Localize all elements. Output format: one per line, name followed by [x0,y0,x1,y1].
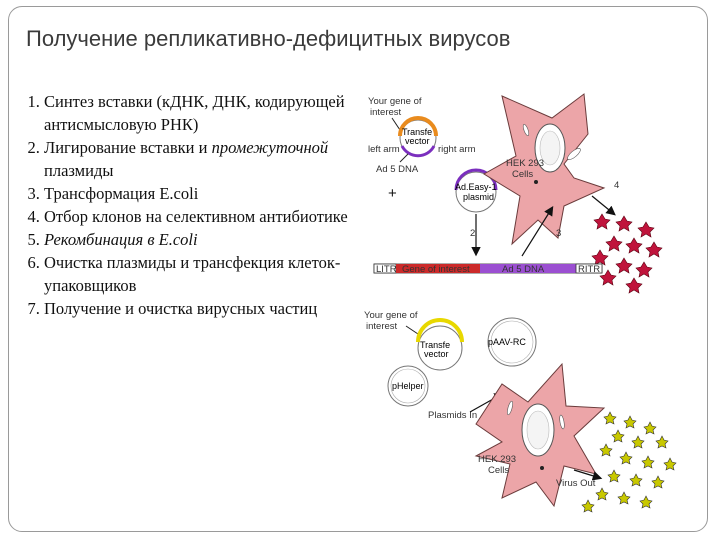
step-text-2c: плазмиды [44,161,114,180]
step-item-5: Рекомбинация в E.coli [44,228,374,251]
top-step-2: 2 [470,228,475,239]
bottom-transfer-vector-plasmid: Transfe vector [416,318,464,371]
bottom-virus-out-label: Virus Out [556,478,596,489]
step-item-7: Получение и очистка вирусных частиц [44,297,374,320]
step-item-6: Очистка плазмиды и трансфекция клеток-уп… [44,251,374,297]
top-transfer-vector-plasmid: Transfe vector [398,116,438,158]
top-left-arm-label: left arm [368,144,400,155]
step-text-5: Рекомбинация в E.coli [44,230,198,249]
slide-title: Получение репликативно-дефицитных вирусо… [26,26,511,51]
bottom-gene-pointer [405,325,419,335]
top-plus-sign: + [388,185,397,202]
step-item-1: Синтез вставки (кДНК, ДНК, кодирующей ан… [44,90,374,136]
bottom-gene-label-1: Your gene of [364,310,418,321]
top-transfer-label-1: Transfe [402,127,432,137]
bottom-hek293-cell [474,362,606,508]
step-item-4: Отбор клонов на селективном антибиотике [44,205,374,228]
bottom-aav-plasmid: pAAV-RC [487,317,537,367]
steps-list: Синтез вставки (кДНК, ДНК, кодирующей ан… [12,90,374,320]
top-ad5-label: Ad 5 DNA [376,164,419,175]
top-ad5-pointer [399,153,409,163]
bottom-transfer-label-1: Transfe [420,340,450,350]
top-virus-cluster [591,213,663,294]
top-step-3: 3 [556,228,561,239]
top-hek293-cell [483,93,606,246]
bottom-transfer-label-2: vector [424,349,449,359]
top-arrow-4 [591,195,616,216]
bottom-virus-out-arrow [573,469,603,481]
top-adeasy-plasmid: Ad.Easy-1 plasmid [454,168,498,213]
top-cell-label-2: Cells [512,169,533,180]
bottom-cell-label-2: Cells [488,465,509,476]
top-recombinant-bar: LITR Gene of interest Ad 5 DNA RITR [373,263,603,275]
step-text-3: Трансформация E.coli [44,184,199,203]
bar-ritr-label: RITR [578,264,600,275]
bottom-aav-label: pAAV-RC [488,337,526,347]
top-transfer-label-2: vector [405,136,430,146]
top-right-arm-label: right arm [438,144,476,155]
bar-gene-label: Gene of interest [402,264,470,275]
step-text-4: Отбор клонов на селективном антибиотике [44,207,348,226]
top-adeasy-label-1: Ad.Easy-1 [455,182,497,192]
top-adeasy-label-2: plasmid [463,192,494,202]
step-text-2b: промежуточной [211,138,329,157]
step-text-1: Синтез вставки (кДНК, ДНК, кодирующей ан… [44,92,345,134]
top-gene-label-1: Your gene of [368,96,422,107]
bottom-virus-cluster [581,411,677,513]
top-gene-pointer [391,117,401,131]
bar-ad5-label: Ad 5 DNA [502,264,545,275]
top-step-4: 4 [614,180,619,191]
step-text-6: Очистка плазмиды и трансфекция клеток-уп… [44,253,341,295]
step-item-2: Лигирование вставки и промежуточной плаз… [44,136,374,182]
step-text-2a: Лигирование вставки и [44,138,212,157]
step-item-3: Трансформация E.coli [44,182,374,205]
top-arrow-3 [521,205,554,257]
bottom-helper-label: pHelper [392,381,424,391]
bar-litr-label: LITR [376,264,397,275]
bottom-helper-plasmid: pHelper [387,365,429,407]
slide-frame [8,6,708,532]
top-cell-label-1: HEK 293 [506,158,544,169]
bottom-plasmids-in-label: Plasmids In [428,410,477,421]
step-text-7: Получение и очистка вирусных частиц [44,299,318,318]
top-gene-label-2: interest [370,107,402,118]
virus-production-diagram: Your gene of interest Transfe vector lef… [364,93,677,513]
bottom-gene-label-2: interest [366,321,398,332]
bottom-cell-label-1: HEK 293 [478,454,516,465]
